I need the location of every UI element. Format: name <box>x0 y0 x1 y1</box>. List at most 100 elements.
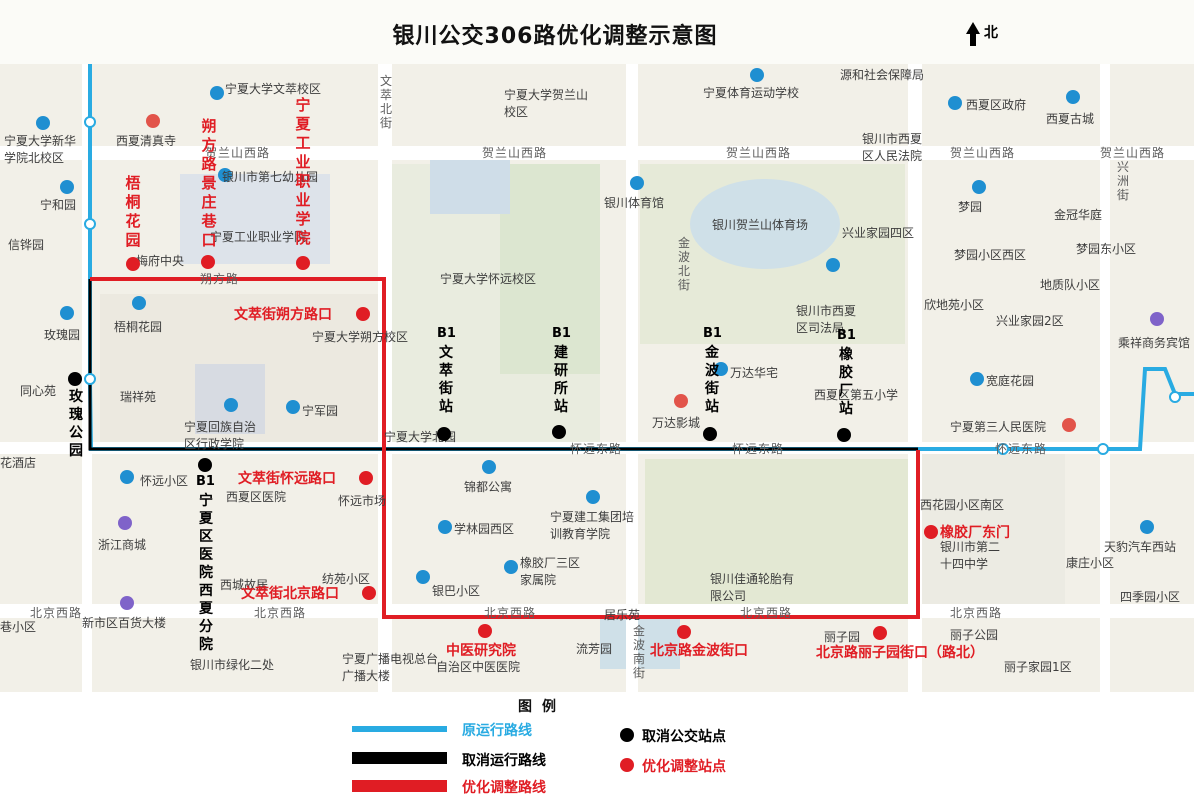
poi-ningjun-yuan: 宁军园 <box>302 404 339 418</box>
poi-xiniu-yuan: 信铧园 <box>8 238 45 252</box>
road-label-shuofang: 朔方路 <box>200 272 240 286</box>
cancelled-stop-label-jinbo: 金波街站 <box>705 345 719 415</box>
poi-mengyuan-east: 梦园东小区 <box>1076 242 1137 256</box>
adjusted-stop-label-zhongyiyan: 中医研究院 <box>446 643 516 659</box>
poi-yinba: 银巴小区 <box>432 584 481 598</box>
poi-lizi-park: 丽子公园 <box>950 628 999 642</box>
adjusted-stop-label-xiangjiao-east: 橡胶厂东门 <box>940 525 1010 541</box>
poi-tongxin-yuan: 同心苑 <box>20 384 57 398</box>
legend-line-original <box>352 726 447 732</box>
cancelled-route-line <box>88 279 918 451</box>
cancelled-stop-id-xixia-hospital: B1 <box>196 474 215 489</box>
poi-xicheng: 西城故居 <box>220 578 269 592</box>
legend-text-adjusted: 优化调整路线 <box>462 780 546 796</box>
cancelled-stop-label-xixia-hospital: 宁夏区医院西夏分院 <box>199 493 213 653</box>
poi-wanda-cinema: 万达影城 <box>652 416 701 430</box>
poi-kangzhuang: 康庄小区 <box>1066 556 1115 570</box>
building-icon <box>286 400 300 414</box>
poi-xiangyuan-hotel: 乘祥商务宾馆 <box>1118 336 1191 350</box>
stadium-icon <box>630 176 644 190</box>
school-icon <box>218 168 232 182</box>
adjusted-stop-label-wencui-shuofang: 文萃街朔方路口 <box>234 307 332 323</box>
road-label-helanshan-3: 贺兰山西路 <box>726 146 792 160</box>
hotel-icon <box>1150 312 1164 326</box>
poi-xiangjiao-3: 橡胶厂三区家属院 <box>520 556 581 587</box>
poi-ruixiang-yuan: 瑞祥苑 <box>120 390 157 404</box>
poi-xiang-xiaoqu: 巷小区 <box>0 620 37 634</box>
poi-siji-yuan: 四季园小区 <box>1120 590 1181 604</box>
landmark-icon <box>1066 90 1080 104</box>
road-label-beijing-4: 北京西路 <box>740 606 793 620</box>
building-icon <box>504 560 518 574</box>
poi-ningxia-univ-helan: 宁夏大学贺兰山校区 <box>504 88 589 119</box>
building-icon <box>714 362 728 376</box>
legend-text-adjusted-stop: 优化调整站点 <box>642 759 726 775</box>
cancelled-stop-jinbo <box>703 427 717 441</box>
poi-meigui-yuan: 玫瑰园 <box>44 328 81 342</box>
cancelled-stop-label-meigui: 玫瑰公园 <box>69 389 83 459</box>
poi-mengyuan-west: 梦园小区西区 <box>954 248 1027 262</box>
building-icon <box>438 520 452 534</box>
poi-wanda-huazhai: 万达华宅 <box>730 366 779 380</box>
poi-dizhi-dui: 地质队小区 <box>1040 278 1101 292</box>
campus-green <box>500 164 600 374</box>
government-icon <box>948 96 962 110</box>
legend-line-adjusted <box>352 780 447 792</box>
poi-gongye-college: 宁夏工业职业学院 <box>210 230 307 244</box>
poi-hui-admin: 宁夏回族自治区行政学院 <box>184 420 257 451</box>
road-east <box>1100 64 1110 692</box>
building-icon <box>132 296 146 310</box>
road-label-huaiyuan-2: 怀远东路 <box>732 442 785 456</box>
adjusted-route-line <box>90 277 920 619</box>
stadium-shape <box>690 179 840 269</box>
adjusted-stop-wencui-huaiyuan <box>359 471 373 485</box>
poi-xixia-court: 银川市西夏区人民法院 <box>862 132 923 163</box>
poi-huaiyuan-qu: 怀远小区 <box>140 474 189 488</box>
road-helanshan <box>0 146 1194 160</box>
cancelled-stop-xiangjiao <box>837 428 851 442</box>
cancelled-stop-wencui <box>437 427 451 441</box>
poi-zhejiang-mall: 浙江商城 <box>98 538 147 552</box>
cancelled-stop-id-xiangjiao: B1 <box>837 328 856 343</box>
road-label-helanshan-1: 贺兰山西路 <box>205 146 271 160</box>
cancelled-stop-jianyan <box>552 425 566 439</box>
cancelled-stop-label-wencui: 文萃街站 <box>439 345 453 415</box>
adjusted-stop-label-wencui-beijing: 文萃街北京路口 <box>241 586 339 602</box>
cancelled-stop-xixia-hospital <box>198 458 212 472</box>
poi-lizi-yuan: 丽子园 <box>824 630 861 644</box>
residential-block-2 <box>920 454 1065 604</box>
cancelled-stop-id-wencui: B1 <box>437 326 456 341</box>
north-arrow-shaft <box>970 32 976 46</box>
road-label-xingzhou: 兴洲街 <box>1116 160 1129 202</box>
adjusted-stop-label-wutong: 梧桐花园 <box>125 174 141 249</box>
adjusted-stop-gongye <box>296 256 310 270</box>
road-label-huaiyuan-3: 怀远东路 <box>995 442 1048 456</box>
poi-wutong-yuan: 梧桐花园 <box>114 320 163 334</box>
legend-text-cancelled-stop: 取消公交站点 <box>642 729 726 745</box>
adjusted-stop-label-beijing-jinbo: 北京路金波街口 <box>650 643 748 659</box>
poi-yinchuan-7th: 银川市第七幼儿园 <box>222 170 319 184</box>
poi-ningjian-training: 宁夏建工集团培训教育学院 <box>550 510 635 541</box>
adjusted-stop-zhongyiyan <box>478 624 492 638</box>
poi-lizi-home: 丽子家园1区 <box>1004 660 1072 674</box>
adjusted-stop-label-wencui-huaiyuan: 文萃街怀远路口 <box>238 471 336 487</box>
poi-pe-school: 宁夏体育运动学校 <box>703 86 800 100</box>
cancelled-stop-id-jinbo: B1 <box>703 326 722 341</box>
road-label-jinbo-north: 金波北街 <box>677 236 690 292</box>
poi-liufang-yuan: 流芳园 <box>576 642 613 656</box>
building-icon <box>416 570 430 584</box>
legend-text-original: 原运行路线 <box>462 723 532 739</box>
poi-helan-gym: 银川贺兰山体育场 <box>712 218 809 232</box>
legend-line-cancelled <box>352 752 447 764</box>
cancelled-stop-label-jianyan: 建研所站 <box>554 345 568 415</box>
poi-jindu: 锦都公寓 <box>464 480 513 494</box>
poi-univ-shuofang: 宁夏大学朔方校区 <box>312 330 409 344</box>
legend-text-cancelled: 取消运行路线 <box>462 753 546 769</box>
building-icon <box>60 306 74 320</box>
poi-social-security: 源和社会保障局 <box>840 68 925 82</box>
poi-mengyuan: 梦园 <box>958 200 983 214</box>
north-label: 北 <box>984 25 998 41</box>
north-indicator: 北 <box>966 22 998 46</box>
poi-xinshiqu-mall: 新市区百货大楼 <box>82 616 167 630</box>
poi-ningxia-univ-wencui: 宁夏大学文萃校区 <box>225 82 322 96</box>
